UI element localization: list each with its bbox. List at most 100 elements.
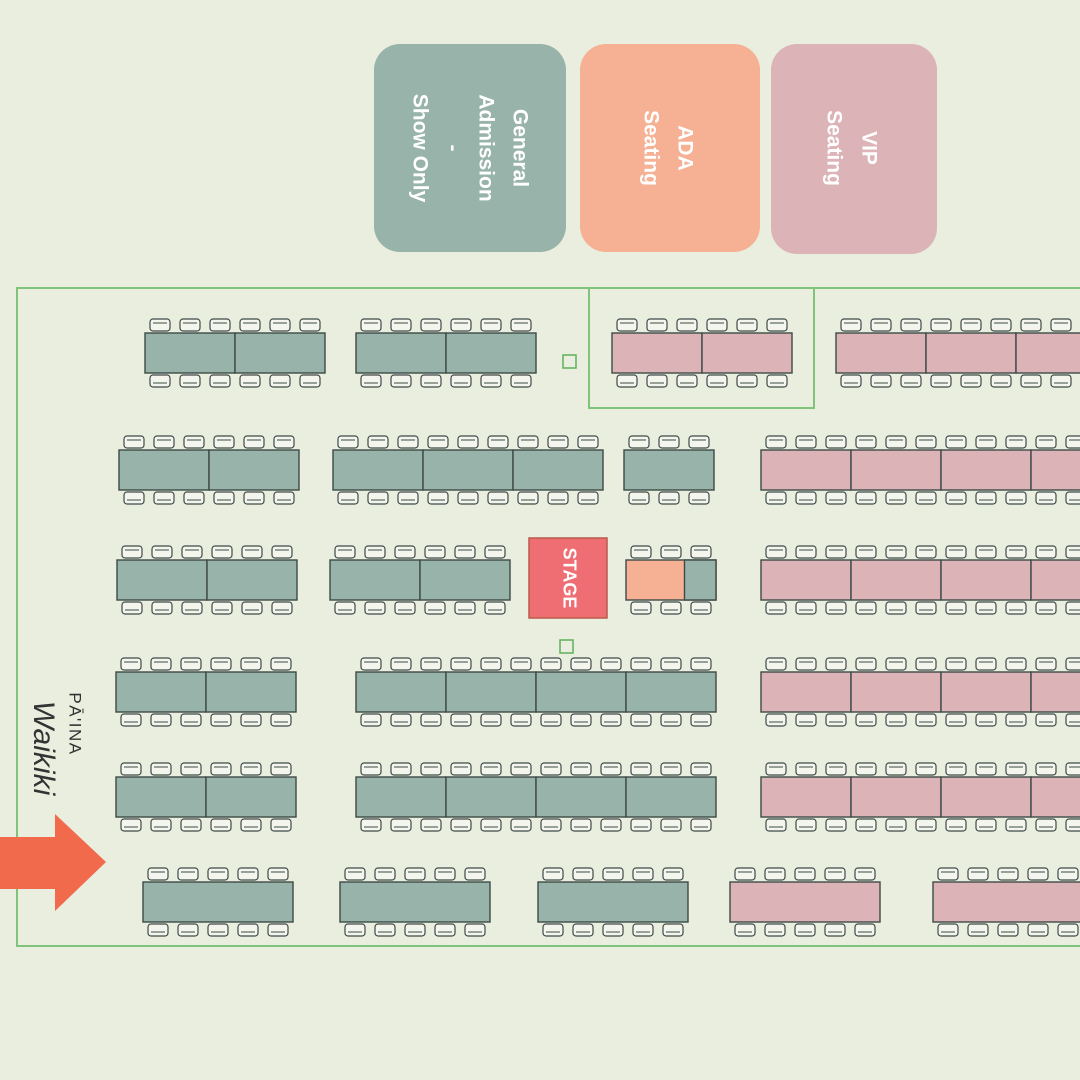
chair[interactable] <box>915 657 937 671</box>
chair[interactable] <box>915 435 937 449</box>
chair[interactable] <box>1057 923 1079 937</box>
chair[interactable] <box>299 374 321 388</box>
chair[interactable] <box>660 545 682 559</box>
chair[interactable] <box>967 867 989 881</box>
chair[interactable] <box>795 545 817 559</box>
chair[interactable] <box>344 867 366 881</box>
chair[interactable] <box>795 713 817 727</box>
chair[interactable] <box>273 435 295 449</box>
chair[interactable] <box>243 435 265 449</box>
chair[interactable] <box>870 374 892 388</box>
chair[interactable] <box>239 318 261 332</box>
chair[interactable] <box>360 374 382 388</box>
chair[interactable] <box>121 545 143 559</box>
chair[interactable] <box>795 435 817 449</box>
chair[interactable] <box>997 923 1019 937</box>
chair[interactable] <box>1065 713 1080 727</box>
chair[interactable] <box>825 545 847 559</box>
table-vip[interactable] <box>760 657 1080 727</box>
chair[interactable] <box>1035 545 1057 559</box>
chair[interactable] <box>990 374 1012 388</box>
table-segment[interactable] <box>623 449 715 491</box>
table-ga[interactable] <box>115 762 297 832</box>
chair[interactable] <box>825 713 847 727</box>
chair[interactable] <box>662 923 684 937</box>
chair[interactable] <box>270 818 292 832</box>
chair[interactable] <box>795 818 817 832</box>
chair[interactable] <box>825 491 847 505</box>
table-ga[interactable] <box>144 318 326 388</box>
chair[interactable] <box>450 657 472 671</box>
table-segment[interactable] <box>535 776 627 818</box>
chair[interactable] <box>1005 435 1027 449</box>
table-ga[interactable] <box>355 762 717 832</box>
table-segment[interactable] <box>206 559 298 601</box>
chair[interactable] <box>334 545 356 559</box>
chair[interactable] <box>660 818 682 832</box>
chair[interactable] <box>267 923 289 937</box>
chair[interactable] <box>183 435 205 449</box>
chair[interactable] <box>420 657 442 671</box>
table-segment[interactable] <box>445 332 537 374</box>
chair[interactable] <box>404 867 426 881</box>
chair[interactable] <box>1027 867 1049 881</box>
chair[interactable] <box>885 491 907 505</box>
chair[interactable] <box>885 435 907 449</box>
chair[interactable] <box>1005 818 1027 832</box>
chair[interactable] <box>213 435 235 449</box>
chair[interactable] <box>464 867 486 881</box>
chair[interactable] <box>360 713 382 727</box>
table-ga[interactable] <box>537 867 689 937</box>
chair[interactable] <box>517 435 539 449</box>
table-ada[interactable] <box>625 545 717 615</box>
chair[interactable] <box>632 923 654 937</box>
chair[interactable] <box>975 657 997 671</box>
chair[interactable] <box>690 545 712 559</box>
chair[interactable] <box>210 818 232 832</box>
chair[interactable] <box>765 545 787 559</box>
table-segment[interactable] <box>329 559 421 601</box>
chair[interactable] <box>360 657 382 671</box>
chair[interactable] <box>240 713 262 727</box>
chair[interactable] <box>337 491 359 505</box>
chair[interactable] <box>945 713 967 727</box>
chair[interactable] <box>915 491 937 505</box>
chair[interactable] <box>210 713 232 727</box>
chair[interactable] <box>209 318 231 332</box>
chair[interactable] <box>457 491 479 505</box>
chair[interactable] <box>1057 867 1079 881</box>
chair[interactable] <box>690 713 712 727</box>
table-segment[interactable] <box>205 776 297 818</box>
table-segment[interactable] <box>205 671 297 713</box>
chair[interactable] <box>211 601 233 615</box>
table-segment[interactable] <box>1030 559 1080 601</box>
chair[interactable] <box>183 491 205 505</box>
chair[interactable] <box>180 762 202 776</box>
chair[interactable] <box>207 923 229 937</box>
chair[interactable] <box>885 762 907 776</box>
chair[interactable] <box>1005 601 1027 615</box>
chair[interactable] <box>390 818 412 832</box>
legend-vip-seating[interactable]: VIP Seating <box>771 44 937 254</box>
chair[interactable] <box>646 318 668 332</box>
chair[interactable] <box>945 818 967 832</box>
chair[interactable] <box>153 435 175 449</box>
chair[interactable] <box>120 818 142 832</box>
table-vip[interactable] <box>760 435 1080 505</box>
chair[interactable] <box>825 435 847 449</box>
table-ga[interactable] <box>355 318 537 388</box>
table-ga[interactable] <box>339 867 491 937</box>
table-segment[interactable] <box>940 449 1032 491</box>
chair[interactable] <box>690 762 712 776</box>
table-segment[interactable] <box>835 332 927 374</box>
chair[interactable] <box>855 545 877 559</box>
table-segment[interactable] <box>925 332 1017 374</box>
chair[interactable] <box>271 601 293 615</box>
chair[interactable] <box>177 923 199 937</box>
chair[interactable] <box>1065 657 1080 671</box>
chair[interactable] <box>706 374 728 388</box>
chair[interactable] <box>1035 491 1057 505</box>
table-ga[interactable] <box>116 545 298 615</box>
chair[interactable] <box>424 545 446 559</box>
chair[interactable] <box>123 435 145 449</box>
